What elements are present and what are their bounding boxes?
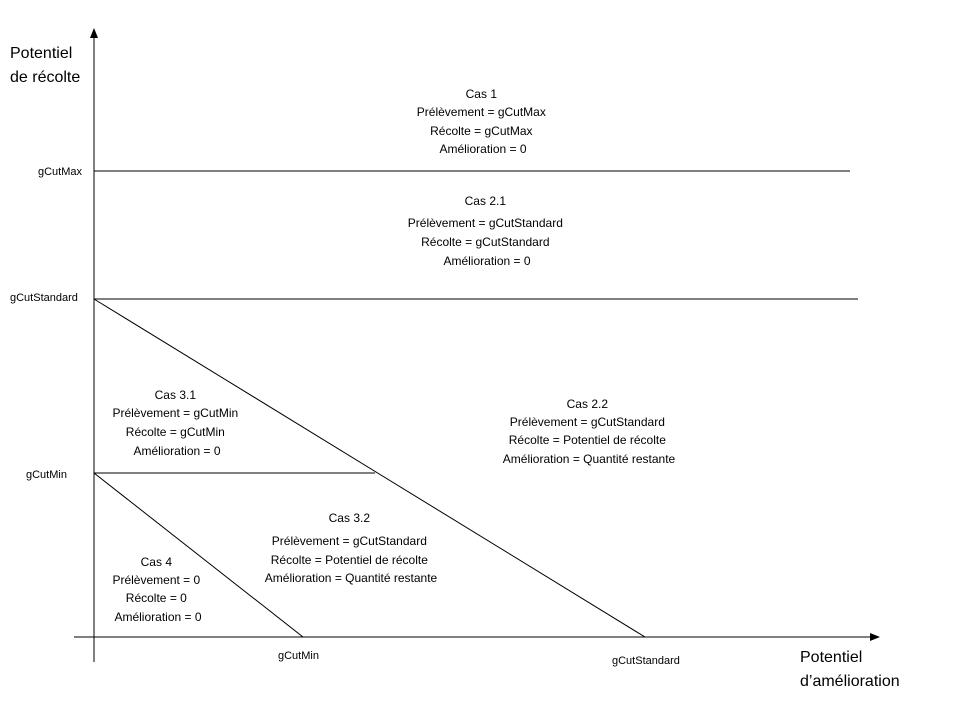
y-tick-gcutmax: gCutMax bbox=[38, 166, 83, 178]
x-axis-arrow-icon bbox=[870, 633, 880, 641]
x-axis-title-line: d’amélioration bbox=[800, 673, 900, 690]
case-3-1-block: Cas 3.1 Prélèvement = gCutMin Récolte = … bbox=[112, 388, 241, 458]
case-title: Cas 2.1 bbox=[465, 194, 507, 208]
gcutstandard-diagonal bbox=[93, 298, 646, 638]
case-line: Amélioration = 0 bbox=[439, 142, 526, 156]
y-axis-title-line: de récolte bbox=[10, 69, 80, 86]
x-axis-title: Potentiel d’amélioration bbox=[800, 649, 900, 690]
y-tick-gcutmin: gCutMin bbox=[26, 469, 67, 481]
case-line: Récolte = gCutStandard bbox=[421, 235, 549, 249]
x-tick-gcutmin: gCutMin bbox=[278, 650, 319, 662]
case-line: Amélioration = Quantité restante bbox=[503, 452, 676, 466]
x-tick-gcutstandard: gCutStandard bbox=[612, 655, 680, 667]
case-line: Amélioration = Quantité restante bbox=[265, 571, 438, 585]
boundaries bbox=[93, 170, 858, 638]
case-line: Récolte = Potentiel de récolte bbox=[271, 553, 428, 567]
axes bbox=[74, 28, 880, 662]
x-axis-title-line: Potentiel bbox=[800, 649, 862, 666]
case-line: Récolte = gCutMin bbox=[126, 425, 225, 439]
case-2-2-block: Cas 2.2 Prélèvement = gCutStandard Récol… bbox=[503, 397, 676, 466]
case-line: Prélèvement = gCutMin bbox=[112, 406, 238, 420]
case-4-block: Cas 4 Prélèvement = 0 Récolte = 0 Amélio… bbox=[112, 555, 203, 624]
case-title: Cas 3.2 bbox=[329, 511, 371, 525]
y-axis-arrow-icon bbox=[90, 28, 98, 38]
case-line: Récolte = 0 bbox=[126, 591, 187, 605]
case-line: Prélèvement = gCutStandard bbox=[510, 415, 665, 429]
case-line: Amélioration = 0 bbox=[133, 444, 220, 458]
case-line: Prélèvement = gCutStandard bbox=[408, 216, 563, 230]
case-line: Récolte = Potentiel de récolte bbox=[509, 433, 666, 447]
case-title: Cas 2.2 bbox=[567, 397, 609, 411]
case-line: Amélioration = 0 bbox=[443, 254, 530, 268]
case-2-1-block: Cas 2.1 Prélèvement = gCutStandard Récol… bbox=[408, 194, 566, 268]
case-line: Récolte = gCutMax bbox=[430, 124, 532, 138]
gcutmin-diagonal bbox=[93, 472, 304, 638]
case-1-block: Cas 1 Prélèvement = gCutMax Récolte = gC… bbox=[417, 87, 549, 156]
case-line: Amélioration = 0 bbox=[114, 610, 201, 624]
case-title: Cas 3.1 bbox=[155, 388, 197, 402]
case-line: Prélèvement = gCutStandard bbox=[272, 534, 427, 548]
y-axis-title: Potentiel de récolte bbox=[10, 45, 80, 86]
y-axis-title-line: Potentiel bbox=[10, 45, 72, 62]
y-tick-gcutstandard: gCutStandard bbox=[10, 292, 78, 304]
case-title: Cas 4 bbox=[141, 555, 173, 569]
case-title: Cas 1 bbox=[466, 87, 498, 101]
case-line: Prélèvement = 0 bbox=[112, 573, 200, 587]
case-line: Prélèvement = gCutMax bbox=[417, 105, 546, 119]
case-3-2-block: Cas 3.2 Prélèvement = gCutStandard Récol… bbox=[265, 511, 438, 585]
